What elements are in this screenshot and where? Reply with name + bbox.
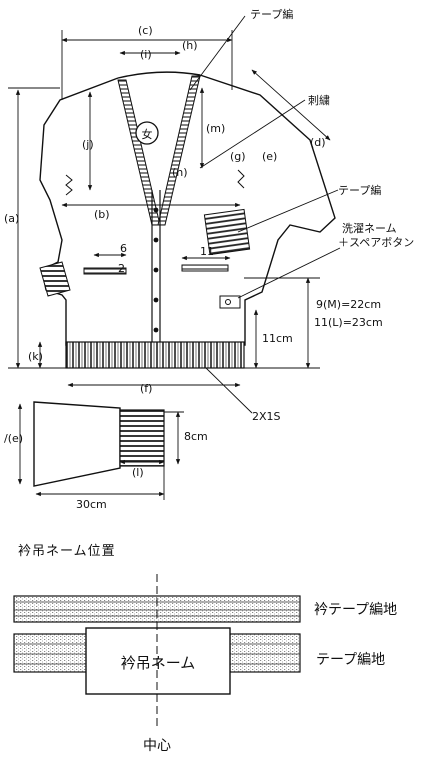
label-c: (c) [138,24,153,37]
sleeve-label-e: /(e) [4,432,23,445]
size-l-label: 11(L)=23cm [314,316,383,329]
wash-name-label: 洗濯ネーム [342,222,397,235]
button [153,297,159,303]
dim-2-label: 2 [118,262,125,275]
hem-height-label: 11cm [262,332,293,345]
dim-11-label: 11 [200,245,214,258]
collar-band [117,75,201,226]
button [153,207,159,213]
badge-letter: 女 [142,127,153,141]
side-detail [65,174,73,196]
hem-ribbing [65,341,245,369]
label-a: (a) [4,212,19,225]
tape-knit-mid-label: テープ編 [338,183,381,197]
collar-tape-label: 衿テープ編地 [314,602,397,618]
left-cuff [39,261,71,297]
pocket-right [181,264,229,272]
placket [151,190,161,345]
sleeve-drawing [33,401,165,487]
label-f: (f) [140,382,152,395]
button [153,237,159,243]
wash-label [219,295,241,309]
rib-spec-label: 2X1S [252,410,281,423]
label-d: (d) [310,136,326,149]
sleeve-cuff [119,409,165,467]
tape-knit-top-label: テープ編 [250,7,293,21]
label-m: (m) [206,122,225,135]
sleeve-dimensions [17,403,184,500]
sleeve-cuff-height: 8cm [184,430,208,443]
label-j: (j) [82,138,94,151]
label-i: (i) [140,48,152,61]
label-k: (k) [28,350,43,363]
dimension-lines [8,15,341,414]
label-h: (h) [182,39,198,52]
collar-name-tag [85,627,231,695]
label-b: (b) [94,208,110,221]
label-n: (n) [172,166,188,179]
sleeve-length: 30cm [76,498,107,511]
pocket-left [83,267,127,275]
collar-name-diagram [13,574,301,730]
button [153,267,159,273]
label-g: (g) [230,150,246,163]
side-detail [237,169,245,189]
collar-name-label: 衿吊ネーム [121,654,196,672]
embroidery-badge: 女 [135,121,159,145]
sleeve-label-l: (l) [132,466,144,479]
label-e: (e) [262,150,277,163]
size-m-label: 9(M)=22cm [316,298,381,311]
dim-6-label: 6 [120,242,127,255]
spare-button-label: ＋スペアボタン [338,236,414,249]
right-cuff [203,208,251,256]
collar-name-heading: 衿吊ネーム位置 [18,544,116,559]
button [153,327,159,333]
tape-label: テープ編地 [316,652,385,668]
embroidery-label: 刺繍 [308,94,330,107]
center-label: 中心 [143,738,171,754]
